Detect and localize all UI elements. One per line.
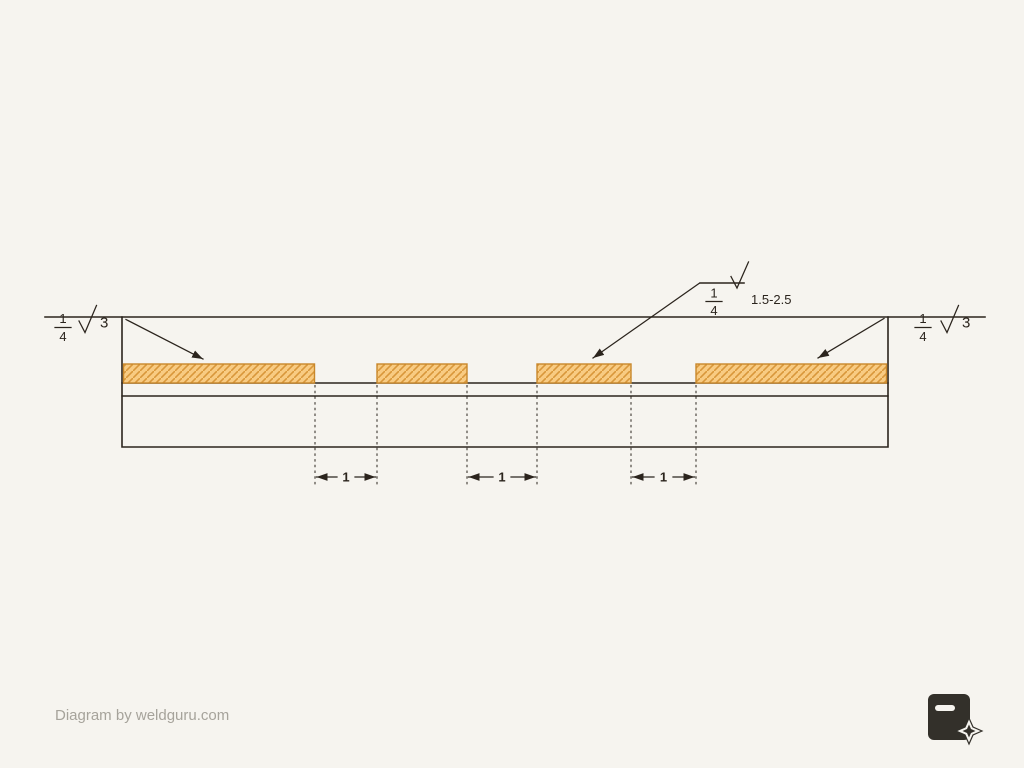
spark-icon-core	[962, 724, 976, 738]
pitch-label: 1	[660, 470, 667, 485]
weldguru-logo	[928, 694, 984, 746]
weld-symbol-top: 1 4 1.5-2.5	[699, 261, 791, 318]
pitch-dimension: 1	[467, 470, 537, 485]
weld-bead	[536, 363, 632, 384]
pitch-range-label: 1.5-2.5	[751, 292, 791, 307]
weld-size-label: 3	[100, 315, 108, 332]
check-mark-icon	[940, 304, 960, 334]
weld-bead	[695, 363, 888, 384]
leader-arrow-right	[817, 317, 885, 359]
diagram-credit: Diagram by weldguru.com	[55, 707, 230, 724]
weld-symbol-right: 1 4 3	[914, 304, 970, 344]
weld-bead	[122, 363, 316, 384]
fraction-denominator: 4	[59, 329, 66, 344]
pitch-dimension: 1	[315, 470, 377, 485]
fraction-denominator: 4	[710, 303, 717, 318]
weld-bead-group	[122, 363, 888, 384]
weld-symbol-left: 1 4 3	[54, 304, 108, 344]
fraction-numerator: 1	[59, 311, 66, 326]
pitch-label: 1	[498, 470, 505, 485]
weld-size-label: 3	[962, 315, 970, 332]
fraction-numerator: 1	[710, 286, 717, 301]
plate-outline	[121, 316, 889, 448]
leader-arrow-top	[592, 282, 700, 359]
weld-bead	[376, 363, 468, 384]
leader-arrow-left	[125, 318, 204, 360]
helmet-visor	[935, 705, 955, 711]
pitch-label: 1	[342, 470, 349, 485]
fraction-numerator: 1	[919, 311, 926, 326]
fraction-denominator: 4	[919, 329, 926, 344]
check-mark-icon	[730, 261, 750, 290]
pitch-dimension: 1	[631, 470, 696, 485]
check-mark-icon	[78, 304, 98, 334]
